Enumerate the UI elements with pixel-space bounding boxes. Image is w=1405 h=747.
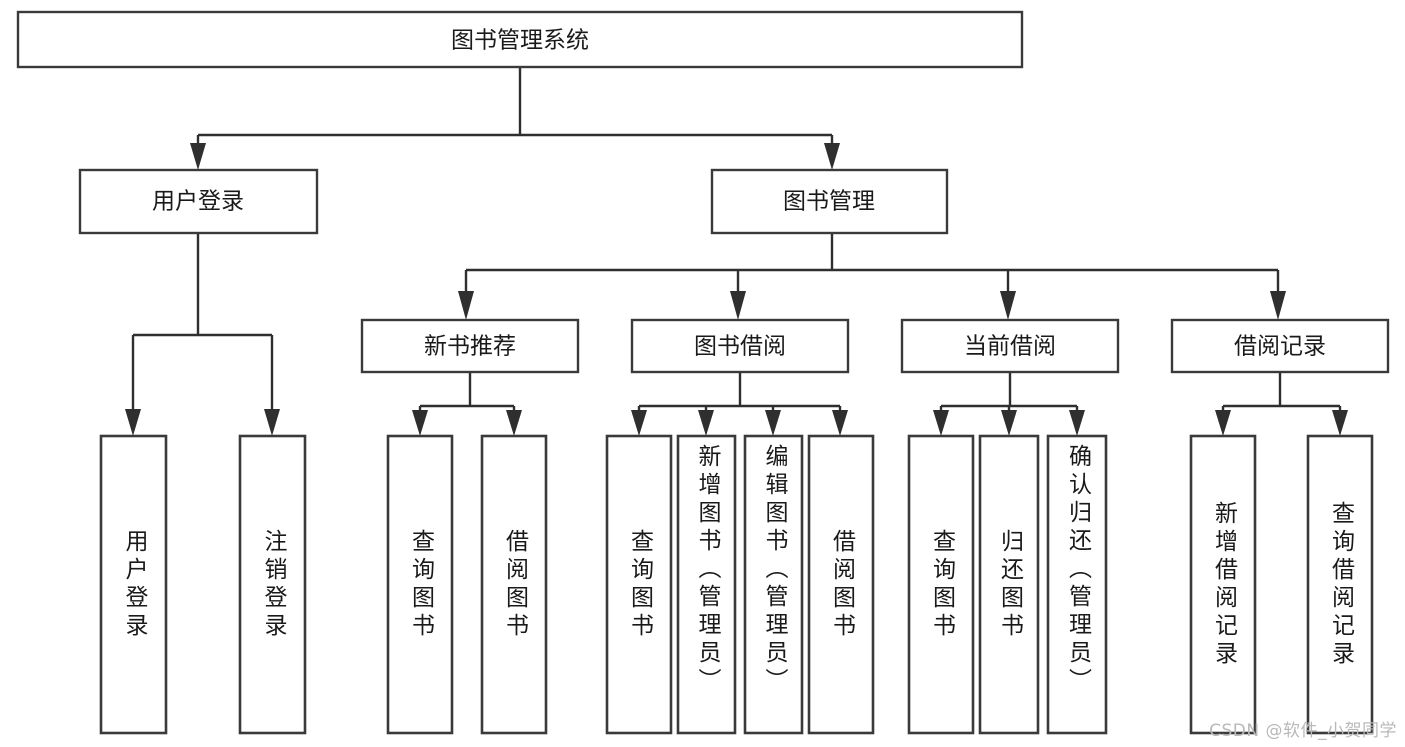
arrow-to-leaf-user-logout [264,409,280,436]
node-current-borrow-box[interactable] [900,318,1120,374]
arrow-to-leaf-add-record [1215,410,1231,436]
leaf-borrow-book-2-box[interactable] [807,434,875,735]
node-book-borrow[interactable]: 图书借阅 [630,318,850,374]
arrow-to-borrow-record [1270,291,1286,320]
csdn-watermark: CSDN @软件_小贺同学 [1209,721,1397,741]
edges-book-manage-to-level3 [458,233,1286,320]
edges-new-book-recommend-to-leaves [412,372,522,436]
arrow-to-current-borrow [1000,291,1016,320]
leaf-borrow-book-1-box[interactable] [480,434,548,735]
node-borrow-record-box[interactable] [1170,318,1390,374]
node-root-label: 图书管理系统 [451,28,589,54]
node-current-borrow-label: 当前借阅 [964,334,1056,360]
leaf-return-book-box[interactable] [978,434,1040,735]
node-new-book-recommend[interactable]: 新书推荐 [360,318,580,374]
node-current-borrow[interactable]: 当前借阅 [900,318,1120,374]
node-user-login[interactable]: 用户登录 [78,168,319,235]
node-borrow-record-label: 借阅记录 [1234,334,1326,360]
leaf-query-book-1-box[interactable] [386,434,454,735]
node-book-borrow-box[interactable] [630,318,850,374]
arrow-to-leaf-return-book [1001,410,1017,436]
leaf-query-book-3-box[interactable] [907,434,975,735]
leaf-confirm-return-box[interactable] [1046,434,1108,735]
leaf-boxes [99,434,1374,735]
arrow-to-book-manage [824,143,840,170]
arrow-to-leaf-confirm-return [1069,410,1085,436]
node-book-manage[interactable]: 图书管理 [710,168,949,235]
arrow-to-leaf-query-book-2 [631,410,647,436]
node-root[interactable]: 图书管理系统 [16,10,1024,69]
leaf-add-book-box[interactable] [676,434,737,735]
edges-borrow-record-to-leaves [1215,372,1348,436]
leaf-query-record-box[interactable] [1306,434,1374,735]
node-borrow-record[interactable]: 借阅记录 [1170,318,1390,374]
node-user-login-box[interactable] [78,168,319,235]
edges-root-to-level2 [190,67,840,170]
leaf-user-login-box[interactable] [99,434,168,735]
leaf-user-logout-box[interactable] [238,434,307,735]
node-book-manage-label: 图书管理 [783,189,875,215]
edges-current-borrow-to-leaves [933,372,1085,436]
arrow-to-leaf-user-login [125,409,141,436]
node-book-borrow-label: 图书借阅 [694,334,786,360]
edges-book-borrow-to-leaves [631,372,848,436]
leaf-edit-book-box[interactable] [743,434,804,735]
arrow-to-leaf-query-record [1332,410,1348,436]
arrow-to-leaf-query-book-3 [933,410,949,436]
arrow-to-book-borrow [730,291,746,320]
node-new-book-recommend-label: 新书推荐 [424,334,516,360]
arrow-to-leaf-borrow-book-1 [506,410,522,436]
leaf-add-record-box[interactable] [1189,434,1257,735]
node-root-box[interactable] [16,10,1024,69]
arrow-to-leaf-borrow-book-2 [832,410,848,436]
arrow-to-new-book-recommend [458,291,474,320]
arrow-to-leaf-edit-book [765,410,781,436]
arrow-to-user-login [190,143,206,170]
arrow-to-leaf-add-book [698,410,714,436]
arrow-to-leaf-query-book-1 [412,410,428,436]
edges-user-login-to-leaves [125,233,280,436]
node-new-book-recommend-box[interactable] [360,318,580,374]
leaf-query-book-2-box[interactable] [605,434,673,735]
node-user-login-label: 用户登录 [152,189,244,215]
node-book-manage-box[interactable] [710,168,949,235]
